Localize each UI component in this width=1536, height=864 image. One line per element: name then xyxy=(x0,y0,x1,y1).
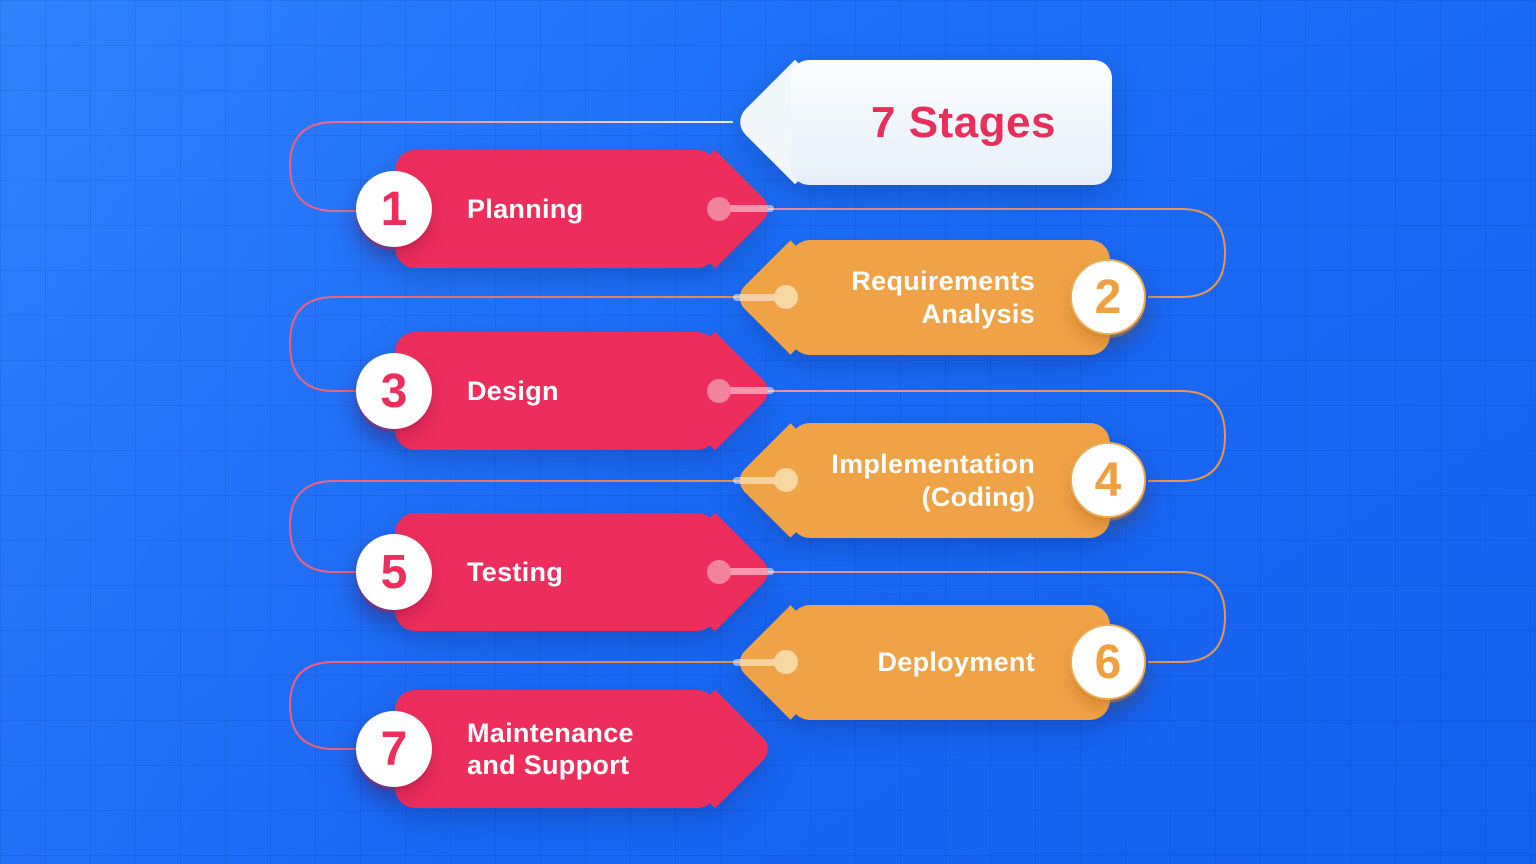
stage-number: 3 xyxy=(380,364,408,418)
stage-implementation-coding: 4 Implementation (Coding) xyxy=(733,423,1148,538)
banner-body xyxy=(791,60,1112,185)
connector-5-to-6 xyxy=(760,571,1227,663)
connector-stub xyxy=(719,387,774,394)
stage-label: Deployment xyxy=(877,647,1035,678)
connector-dot xyxy=(707,197,731,221)
connector-dot xyxy=(707,560,731,584)
connector-stub xyxy=(733,659,786,666)
stage-testing: 5 Testing xyxy=(356,512,776,632)
title-banner: 7 Stages xyxy=(732,59,1112,185)
stage-number-badge: 5 xyxy=(356,534,432,610)
connector-dot xyxy=(774,468,798,492)
stage-number-badge: 7 xyxy=(356,711,432,787)
stage-design: 3 Design xyxy=(356,331,776,451)
connector-4-to-5 xyxy=(288,480,740,573)
connector-dot xyxy=(707,379,731,403)
stage-number-badge: 1 xyxy=(356,171,432,247)
stage-arrow-body xyxy=(395,332,717,450)
stage-number: 4 xyxy=(1094,453,1122,507)
connector-stub xyxy=(733,294,786,301)
stage-deployment: 6 Deployment xyxy=(733,605,1148,720)
stage-maintenance-and-support: 7 Maintenance and Support xyxy=(356,689,776,809)
stage-number-badge: 3 xyxy=(356,353,432,429)
stage-arrow-body xyxy=(395,150,717,268)
stage-arrow-body xyxy=(395,690,717,808)
connector-dot xyxy=(774,285,798,309)
stage-label: Requirements Analysis xyxy=(851,266,1035,329)
stage-arrow-body xyxy=(790,423,1110,538)
stage-number: 5 xyxy=(380,545,408,599)
stage-planning: 1 Planning xyxy=(356,149,776,269)
stage-arrow-body xyxy=(790,240,1110,355)
stage-label: Implementation (Coding) xyxy=(831,449,1035,512)
connector-1-to-2 xyxy=(760,208,1227,298)
connector-dot xyxy=(774,650,798,674)
stage-number: 1 xyxy=(380,182,408,236)
stage-number-badge: 2 xyxy=(1070,259,1146,335)
connector-3-to-4 xyxy=(760,390,1227,482)
stage-number: 7 xyxy=(380,722,408,776)
stage-label: Design xyxy=(467,375,559,406)
page-title: 7 Stages xyxy=(871,97,1056,147)
stage-arrow-body xyxy=(790,605,1110,720)
connector-2-to-3 xyxy=(288,296,740,392)
stage-requirements-analysis: 2 Requirements Analysis xyxy=(733,240,1148,355)
stage-number: 6 xyxy=(1094,635,1122,689)
connector-6-to-7 xyxy=(288,661,740,750)
stage-number: 2 xyxy=(1094,270,1122,324)
stage-label: Testing xyxy=(467,556,564,587)
stage-number-badge: 6 xyxy=(1070,624,1146,700)
connector-stub xyxy=(719,205,774,212)
stage-arrow-body xyxy=(395,513,717,631)
stage-label: Planning xyxy=(467,193,584,224)
connector-stub xyxy=(733,477,786,484)
stage-label: Maintenance and Support xyxy=(467,717,634,780)
connector-stub xyxy=(719,568,774,575)
connector-banner-to-1 xyxy=(288,121,733,212)
stage-number-badge: 4 xyxy=(1070,442,1146,518)
